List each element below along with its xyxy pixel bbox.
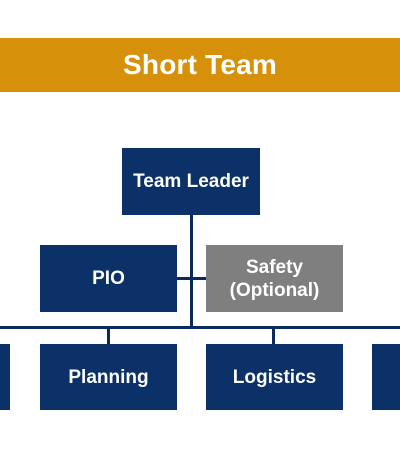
safety-box: Safety (Optional) [206,245,343,312]
connector-staff-horizontal [177,277,206,280]
connector-planning-drop [107,326,110,344]
logistics-box: Logistics [206,344,343,410]
team-leader-label: Team Leader [133,171,249,192]
connector-sections-horizontal [0,326,400,329]
connector-logistics-drop [272,326,275,344]
pio-label: PIO [92,268,125,289]
finance-box [372,344,400,410]
team-leader-box: Team Leader [122,148,260,215]
chart-title-bar: Short Team [0,38,400,92]
operations-box [0,344,10,410]
safety-label: Safety (Optional) [229,256,320,301]
pio-box: PIO [40,245,177,312]
logistics-label: Logistics [232,366,317,388]
chart-title: Short Team [123,49,277,80]
planning-box: Planning [40,344,177,410]
planning-label: Planning [68,366,149,388]
connector-leader-vertical [190,215,193,328]
